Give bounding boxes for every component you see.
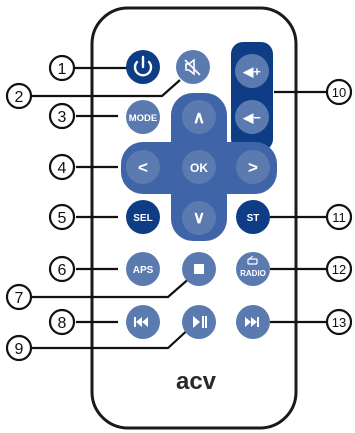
ok-button[interactable] bbox=[182, 150, 216, 184]
left-label: < bbox=[138, 158, 148, 177]
callout-number: 8 bbox=[58, 315, 67, 332]
previous-track-icon bbox=[134, 317, 148, 327]
callout-3 bbox=[48, 102, 76, 130]
volume-down-button[interactable] bbox=[235, 100, 269, 134]
callout-10 bbox=[325, 78, 353, 106]
radio-button[interactable] bbox=[236, 252, 270, 286]
volume-down-label: ◀− bbox=[242, 110, 261, 125]
left-button[interactable] bbox=[126, 150, 160, 184]
next-track-icon bbox=[245, 317, 259, 327]
leader-9 bbox=[30, 325, 193, 350]
callout-9 bbox=[5, 334, 33, 362]
down-label: ∨ bbox=[193, 208, 205, 227]
sel-button[interactable] bbox=[126, 200, 160, 234]
callout-number: 9 bbox=[15, 341, 24, 358]
callout-number: 5 bbox=[58, 210, 67, 227]
leader-2 bbox=[30, 79, 181, 98]
play-pause-icon bbox=[193, 316, 207, 328]
callout-number: 13 bbox=[332, 315, 346, 330]
down-button[interactable] bbox=[182, 201, 216, 235]
callout-number: 2 bbox=[15, 89, 24, 106]
callout-numbers: 1 2 3 4 5 6 7 8 9 10 11 12 13 bbox=[15, 61, 347, 358]
callout-13 bbox=[325, 308, 353, 336]
leader-lines bbox=[30, 66, 326, 350]
ok-label: OK bbox=[190, 161, 208, 175]
callout-12 bbox=[325, 255, 353, 283]
volume-up-label: ◀+ bbox=[242, 64, 261, 79]
callout-number: 1 bbox=[58, 61, 67, 78]
brand-logo: acv bbox=[176, 368, 217, 395]
callout-number: 4 bbox=[58, 160, 67, 177]
callout-11 bbox=[325, 203, 353, 231]
aps-label: APS bbox=[133, 265, 154, 276]
callout-1 bbox=[48, 54, 76, 82]
callout-number: 3 bbox=[58, 109, 67, 126]
callout-2 bbox=[5, 82, 33, 110]
callout-5 bbox=[48, 203, 76, 231]
radio-label: RADIO bbox=[240, 269, 266, 278]
up-button[interactable] bbox=[182, 100, 216, 134]
callout-number: 12 bbox=[332, 262, 346, 277]
volume-up-button[interactable] bbox=[235, 54, 269, 88]
sel-label: SEL bbox=[133, 213, 152, 224]
aps-button[interactable] bbox=[126, 252, 160, 286]
callout-8 bbox=[48, 308, 76, 336]
callout-number: 11 bbox=[332, 210, 346, 225]
callout-6 bbox=[48, 255, 76, 283]
leader-7 bbox=[30, 275, 193, 299]
callout-circles bbox=[5, 54, 353, 362]
callout-number: 6 bbox=[58, 262, 67, 279]
right-button[interactable] bbox=[236, 150, 270, 184]
callout-4 bbox=[48, 153, 76, 181]
callout-number: 7 bbox=[15, 290, 24, 307]
st-label: ST bbox=[247, 213, 260, 224]
right-label: > bbox=[248, 158, 258, 177]
stop-icon bbox=[194, 264, 204, 274]
mode-button[interactable] bbox=[126, 100, 160, 134]
mute-icon bbox=[184, 58, 201, 76]
power-icon bbox=[133, 55, 153, 77]
st-button[interactable] bbox=[236, 200, 270, 234]
mode-label: MODE bbox=[129, 113, 158, 124]
up-label: ∧ bbox=[193, 108, 205, 127]
callout-number: 10 bbox=[332, 85, 346, 100]
callout-7 bbox=[5, 283, 33, 311]
radio-icon bbox=[247, 255, 258, 265]
